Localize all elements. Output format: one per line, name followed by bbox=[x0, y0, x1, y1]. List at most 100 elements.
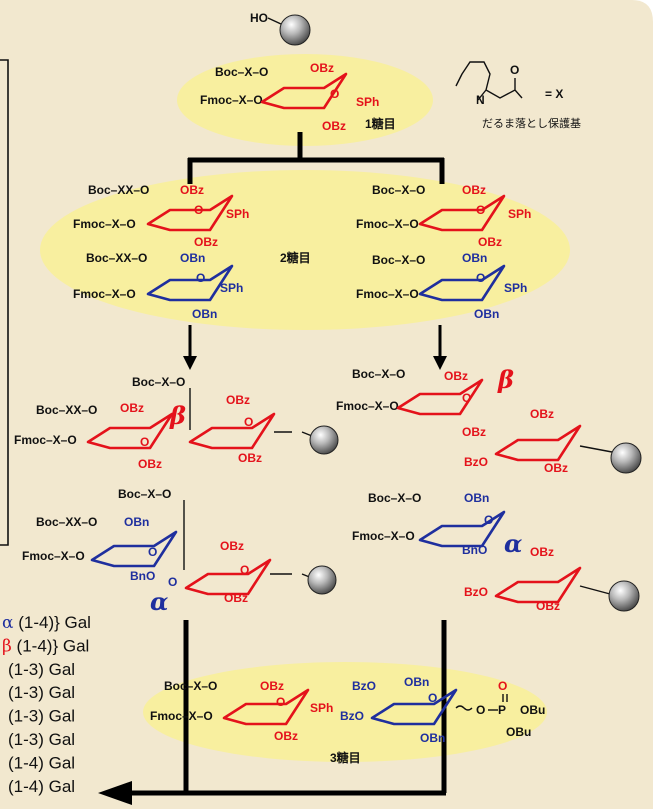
svg-text:O: O bbox=[330, 87, 339, 101]
svg-text:SPh: SPh bbox=[220, 281, 243, 295]
linkage-list-item: (1-4) Gal bbox=[8, 753, 75, 772]
svg-text:OBz: OBz bbox=[310, 61, 334, 75]
svg-text:BnO: BnO bbox=[462, 543, 487, 557]
step3-label: 3糖目 bbox=[330, 750, 361, 765]
svg-text:OBn: OBn bbox=[462, 251, 487, 265]
svg-text:Boc–XX–O: Boc–XX–O bbox=[88, 183, 149, 197]
resin-bead-top bbox=[279, 14, 311, 46]
svg-text:SPh: SPh bbox=[310, 701, 333, 715]
svg-text:N: N bbox=[476, 93, 485, 107]
arrow-left-final bbox=[98, 781, 132, 805]
svg-text:BzO: BzO bbox=[464, 455, 488, 469]
svg-text:OBz: OBz bbox=[120, 401, 144, 415]
linkage-list-item: (1-3) Gal bbox=[8, 730, 75, 749]
svg-text:Boc–X–O: Boc–X–O bbox=[352, 367, 405, 381]
linkage-list-item: (1-4) Gal bbox=[8, 777, 75, 796]
svg-text:OBz: OBz bbox=[462, 183, 486, 197]
svg-text:O: O bbox=[462, 391, 471, 405]
svg-text:OBn: OBn bbox=[192, 307, 217, 321]
svg-text:P: P bbox=[498, 703, 506, 717]
linkage-list-item: (1-3) Gal bbox=[8, 660, 75, 679]
disaccharide-left-beta: Boc–X–O Boc–XX–O Fmoc–X–O OBz O OBz β OB… bbox=[14, 375, 339, 471]
linkage-list-item: (1-3) Gal bbox=[8, 683, 75, 702]
svg-text:Fmoc–X–O: Fmoc–X–O bbox=[336, 399, 399, 413]
linkage-list-item: β (1-4)} Gal bbox=[2, 636, 89, 656]
svg-text:Fmoc–X–O: Fmoc–X–O bbox=[73, 217, 136, 231]
svg-text:OBz: OBz bbox=[444, 369, 468, 383]
svg-text:α: α bbox=[504, 529, 522, 558]
left-bracket bbox=[0, 59, 9, 546]
svg-text:O: O bbox=[168, 575, 177, 589]
x-caption: だるま落とし保護基 bbox=[482, 116, 581, 130]
svg-text:Boc–X–O: Boc–X–O bbox=[372, 183, 425, 197]
donor-step3-blue-phosphate: BzO BzO OBn O OBn O P O OBu OBu bbox=[340, 675, 545, 745]
step2-label: 2糖目 bbox=[280, 250, 311, 265]
svg-text:Boc–X–O: Boc–X–O bbox=[368, 491, 421, 505]
svg-text:Fmoc–X–O: Fmoc–X–O bbox=[352, 529, 415, 543]
svg-text:BnO: BnO bbox=[130, 569, 155, 583]
svg-text:OBu: OBu bbox=[506, 725, 531, 739]
svg-text:O: O bbox=[194, 203, 203, 217]
svg-text:α: α bbox=[150, 587, 168, 616]
linkage-list-item: (1-3) Gal bbox=[8, 707, 75, 726]
svg-text:Fmoc–X–O: Fmoc–X–O bbox=[200, 93, 263, 107]
svg-text:Fmoc–X–O: Fmoc–X–O bbox=[356, 287, 419, 301]
svg-text:Boc–XX–O: Boc–XX–O bbox=[36, 403, 97, 417]
svg-text:Fmoc–X–O: Fmoc–X–O bbox=[356, 217, 419, 231]
svg-text:O: O bbox=[476, 203, 485, 217]
donor-step2-right-red: Boc–X–O Fmoc–X–O OBz O SPh OBz bbox=[356, 183, 531, 249]
svg-text:OBz: OBz bbox=[194, 235, 218, 249]
svg-text:SPh: SPh bbox=[504, 281, 527, 295]
svg-text:OBz: OBz bbox=[238, 451, 262, 465]
svg-text:OBn: OBn bbox=[420, 731, 445, 745]
svg-text:OBz: OBz bbox=[138, 457, 162, 471]
svg-text:OBz: OBz bbox=[322, 119, 346, 133]
svg-text:O: O bbox=[484, 513, 493, 527]
svg-text:Fmoc–X–O: Fmoc–X–O bbox=[73, 287, 136, 301]
svg-text:OBz: OBz bbox=[530, 545, 554, 559]
ho-label: HO bbox=[250, 11, 268, 25]
svg-text:β: β bbox=[497, 365, 514, 394]
step1-label: 1糖目 bbox=[365, 116, 396, 131]
svg-text:Boc–XX–O: Boc–XX–O bbox=[86, 251, 147, 265]
svg-text:SPh: SPh bbox=[508, 207, 531, 221]
svg-text:OBz: OBz bbox=[478, 235, 502, 249]
svg-text:Boc–X–O: Boc–X–O bbox=[164, 679, 217, 693]
svg-text:Boc–X–O: Boc–X–O bbox=[372, 253, 425, 267]
linkage-list-item: α (1-4)} Gal bbox=[2, 613, 91, 633]
svg-text:OBz: OBz bbox=[220, 539, 244, 553]
svg-text:O: O bbox=[140, 435, 149, 449]
svg-text:OBz: OBz bbox=[226, 393, 250, 407]
donor-step2-left-red: Boc–XX–O Fmoc–X–O OBz O SPh OBz bbox=[73, 183, 249, 249]
svg-text:O: O bbox=[476, 271, 485, 285]
x-equals-label: = X bbox=[545, 87, 563, 101]
svg-text:O: O bbox=[428, 691, 437, 705]
x-group-structure: N O bbox=[455, 61, 523, 107]
svg-text:OBn: OBn bbox=[180, 251, 205, 265]
svg-text:O: O bbox=[240, 563, 249, 577]
svg-text:OBz: OBz bbox=[530, 407, 554, 421]
svg-text:OBn: OBn bbox=[124, 515, 149, 529]
disaccharide-right-alpha: Boc–X–O Fmoc–X–O OBn O BnO α OBz BzO OBz bbox=[352, 491, 640, 613]
svg-text:β: β bbox=[169, 401, 186, 430]
svg-text:OBz: OBz bbox=[544, 461, 568, 475]
svg-text:OBz: OBz bbox=[274, 729, 298, 743]
arrow-right-down bbox=[433, 325, 447, 370]
svg-text:SPh: SPh bbox=[226, 207, 249, 221]
svg-text:Fmoc–X–O: Fmoc–X–O bbox=[150, 709, 213, 723]
svg-text:OBz: OBz bbox=[180, 183, 204, 197]
ellipse-step1 bbox=[177, 54, 433, 146]
svg-text:SPh: SPh bbox=[356, 95, 379, 109]
linkage-list: α (1-4)} Gal β (1-4)} Gal (1-3) Gal (1-3) G… bbox=[2, 613, 91, 796]
donor-step3-red: Boc–X–O Fmoc–X–O OBz O SPh OBz bbox=[150, 679, 333, 743]
svg-text:OBz: OBz bbox=[260, 679, 284, 693]
disaccharide-right-beta: Boc–X–O Fmoc–X–O OBz O OBz β OBz BzO OBz bbox=[336, 365, 642, 475]
svg-text:OBz: OBz bbox=[536, 599, 560, 613]
donor-step1: Boc–X–O Fmoc–X–O OBz O SPh OBz bbox=[200, 61, 379, 133]
svg-text:Boc–X–O: Boc–X–O bbox=[215, 65, 268, 79]
donor-step2-left-blue: Boc–XX–O Fmoc–X–O OBn O SPh OBn bbox=[73, 251, 243, 321]
svg-text:Boc–X–O: Boc–X–O bbox=[132, 375, 185, 389]
svg-text:Boc–X–O: Boc–X–O bbox=[118, 487, 171, 501]
svg-text:BzO: BzO bbox=[464, 585, 488, 599]
